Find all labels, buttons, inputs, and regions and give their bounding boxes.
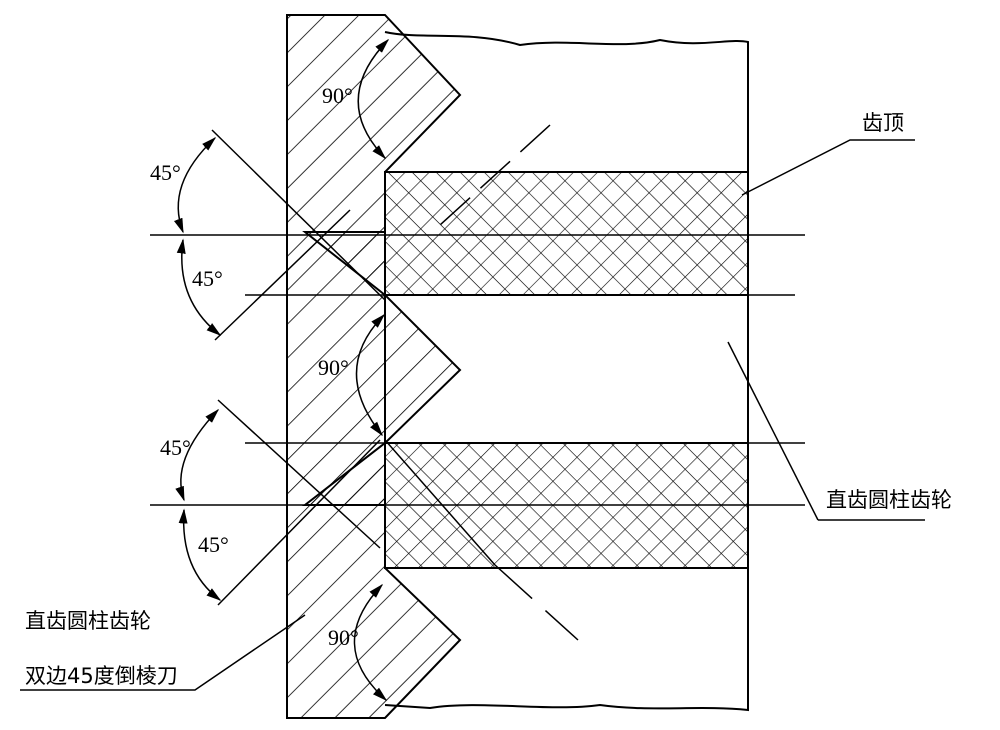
cutter-tip-1 — [302, 231, 386, 298]
label-chamfer-tool: 双边45度倒棱刀 — [25, 664, 178, 688]
angle-label-90-bottom: 90° — [328, 625, 359, 650]
angle-label-90-top: 90° — [322, 83, 353, 108]
tooth-upper — [384, 171, 749, 296]
chamfer-cutter-body — [286, 14, 462, 719]
reference-lines — [150, 234, 805, 506]
angle-arcs — [173, 38, 390, 702]
angle-label-45-1: 45° — [150, 160, 181, 185]
gear-body — [384, 31, 749, 712]
leader-lines — [20, 139, 925, 691]
angle-label-45-3: 45° — [160, 435, 191, 460]
angle-label-45-4: 45° — [198, 532, 229, 557]
label-tooth-top: 齿顶 — [862, 111, 904, 135]
angle-label-45-2: 45° — [192, 266, 223, 291]
construction-lines — [211, 124, 819, 641]
label-spur-gear-right: 直齿圆柱齿轮 — [826, 488, 952, 512]
angle-label-90-mid: 90° — [318, 355, 349, 380]
label-spur-gear-left: 直齿圆柱齿轮 — [25, 609, 151, 633]
